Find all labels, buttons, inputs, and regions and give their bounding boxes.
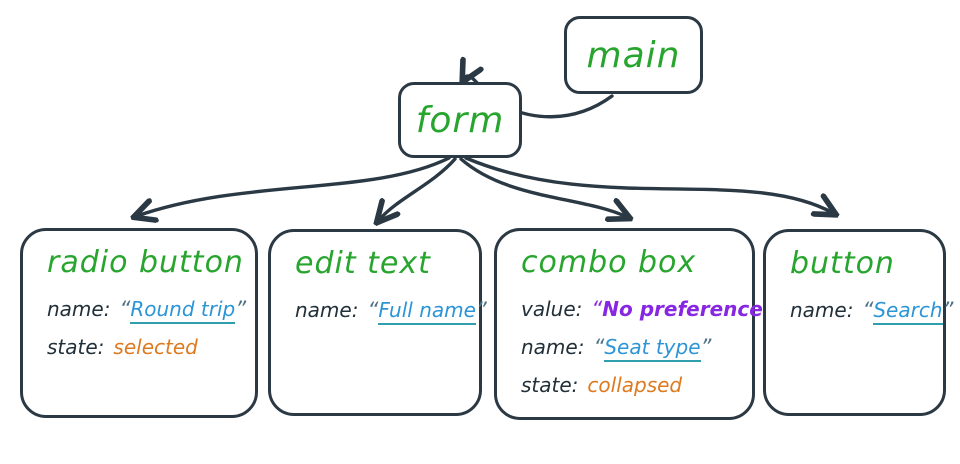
property-label: name: [295,298,359,322]
edge-form-to-button [464,156,833,213]
property-label: name: [47,297,111,321]
open-quote: “ [119,297,131,321]
property-row-name: name: “Round trip” [47,290,247,328]
property-value-value: No preference [602,297,763,321]
property-row-name: name: “Search” [790,291,953,329]
node-edit-text-title: edit text [295,246,431,281]
close-quote: ” [700,335,712,359]
node-button: button name: “Search” [763,229,953,416]
node-main-label: main [586,34,681,76]
node-radio-button-title: radio button [47,245,244,280]
node-combo-box: combo box value:“No preference” name:“Se… [494,228,774,420]
property-label: state: [47,335,105,359]
property-value-name: Seat type [604,335,701,362]
node-main: main [564,16,703,94]
close-quote: ” [475,298,487,322]
property-row-state: state: collapsed [521,366,742,404]
property-label: name: [790,298,854,322]
property-label: state: [521,373,579,397]
open-quote: “ [591,297,603,321]
edge-form-to-combo-box [459,157,627,217]
property-value-name: Round trip [130,297,236,324]
property-row-value: value:“No preference” [521,290,774,328]
property-value-name: Full name [378,298,476,325]
open-quote: “ [862,298,874,322]
edge-form-to-edit-text [379,157,457,220]
property-row-name: name: “Seat type” [521,328,742,366]
node-form-label: form [415,99,505,141]
node-button-title: button [790,246,895,281]
edge-form-to-radio-button [137,156,451,216]
node-radio-button: radio button name: “Round trip” state: sel… [20,228,258,418]
node-edit-text: edit text name: “Full name” [268,229,487,416]
node-form: form [398,82,522,158]
property-row-state: state: selected [47,328,245,366]
property-value-name: Search [873,298,943,325]
close-quote: ” [235,297,247,321]
property-value-state: collapsed [587,373,683,397]
property-label: value: [521,297,583,321]
close-quote: ” [942,298,954,322]
node-combo-box-title: combo box [521,245,697,280]
property-row-name: name: “Full name” [295,291,487,329]
open-quote: “ [367,298,379,322]
open-quote: “ [593,335,605,359]
property-value-state: selected [113,335,198,359]
property-label: name: [521,335,585,359]
